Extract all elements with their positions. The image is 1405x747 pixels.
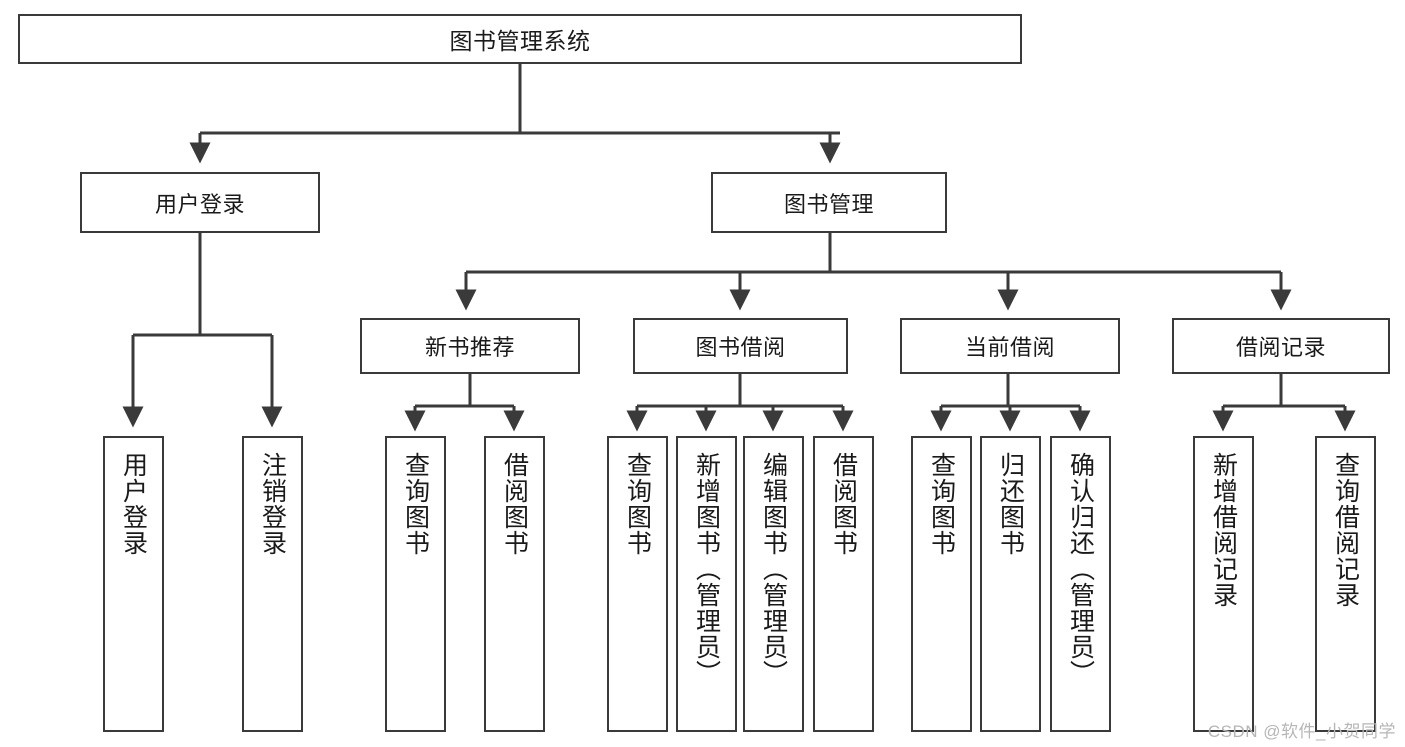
node-leaf-confirm-return[interactable]: 确认归还（管理员） [1050,436,1111,732]
node-leaf-add-borrow-record[interactable]: 新增借阅记录 [1193,436,1254,732]
node-leaf-query-book-3-label: 查询图书 [927,452,956,556]
node-book-borrow-label: 图书借阅 [695,335,786,360]
node-leaf-query-book-3[interactable]: 查询图书 [911,436,972,732]
node-leaf-edit-book-label: 编辑图书（管理员） [759,452,788,686]
node-current-borrow-label: 当前借阅 [964,335,1055,360]
node-leaf-borrow-book-2[interactable]: 借阅图书 [813,436,874,732]
node-user-login[interactable]: 用户登录 [80,172,320,233]
node-leaf-edit-book[interactable]: 编辑图书（管理员） [743,436,804,732]
node-leaf-query-borrow-record[interactable]: 查询借阅记录 [1315,436,1376,732]
node-leaf-logout-login[interactable]: 注销登录 [242,436,303,732]
node-leaf-query-book-1[interactable]: 查询图书 [385,436,446,732]
node-leaf-return-book[interactable]: 归还图书 [980,436,1041,732]
node-leaf-add-book[interactable]: 新增图书（管理员） [676,436,737,732]
node-new-book-recommend-label: 新书推荐 [424,335,515,360]
node-book-borrow[interactable]: 图书借阅 [633,318,848,374]
node-leaf-add-borrow-record-label: 新增借阅记录 [1209,452,1238,608]
node-leaf-query-book-2-label: 查询图书 [623,452,652,556]
node-leaf-confirm-return-label: 确认归还（管理员） [1066,452,1095,686]
node-leaf-borrow-book-1[interactable]: 借阅图书 [484,436,545,732]
node-leaf-query-borrow-record-label: 查询借阅记录 [1331,452,1360,608]
csdn-watermark: CSDN @软件_小贺同学 [1207,722,1396,741]
node-current-borrow[interactable]: 当前借阅 [900,318,1120,374]
node-leaf-user-login[interactable]: 用户登录 [103,436,164,732]
node-leaf-logout-login-label: 注销登录 [258,452,287,556]
node-borrow-record[interactable]: 借阅记录 [1172,318,1390,374]
node-leaf-user-login-label: 用户登录 [119,452,148,556]
node-borrow-record-label: 借阅记录 [1235,335,1326,360]
node-leaf-add-book-label: 新增图书（管理员） [692,452,721,686]
node-leaf-query-book-1-label: 查询图书 [401,452,430,556]
node-new-book-recommend[interactable]: 新书推荐 [360,318,580,374]
node-root-label: 图书管理系统 [449,28,591,54]
node-leaf-query-book-2[interactable]: 查询图书 [607,436,668,732]
node-leaf-return-book-label: 归还图书 [996,452,1025,556]
node-book-management[interactable]: 图书管理 [711,172,947,233]
node-leaf-borrow-book-2-label: 借阅图书 [829,452,858,556]
node-root[interactable]: 图书管理系统 [18,14,1022,64]
node-user-login-label: 用户登录 [154,191,245,217]
node-book-management-label: 图书管理 [783,191,874,217]
node-leaf-borrow-book-1-label: 借阅图书 [500,452,529,556]
